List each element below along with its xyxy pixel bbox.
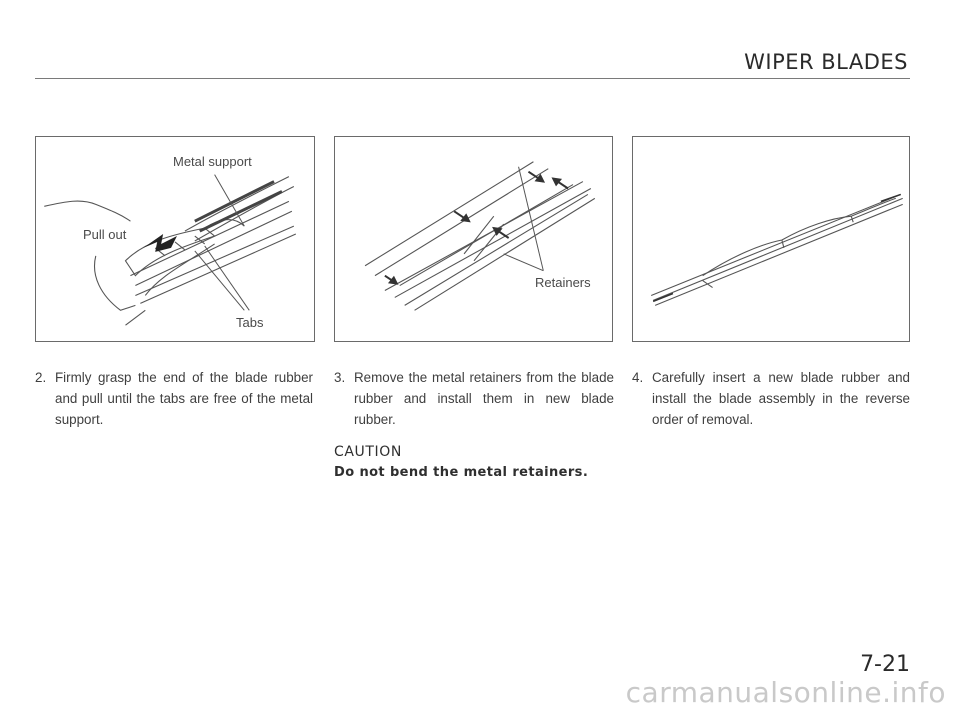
retainers-illustration bbox=[364, 161, 596, 311]
label-tabs: Tabs bbox=[236, 315, 264, 330]
step-2: 2. Firmly grasp the end of the blade rub… bbox=[35, 367, 313, 430]
step-text: Carefully insert a new blade rubber and … bbox=[652, 370, 910, 427]
caution-title: CAUTION bbox=[334, 444, 402, 460]
blade-removal-illustration bbox=[44, 174, 297, 326]
figure-install-blade-assembly bbox=[632, 136, 910, 342]
figure-pull-out-blade-rubber: Metal support Pull out Tabs bbox=[35, 136, 315, 342]
page-title: WIPER BLADES bbox=[744, 50, 908, 74]
page-number: 7-21 bbox=[860, 652, 910, 677]
caution-text: Do not bend the metal retainers. bbox=[334, 465, 589, 480]
label-pull-out: Pull out bbox=[83, 227, 127, 242]
label-retainers: Retainers bbox=[535, 275, 591, 290]
header-rule bbox=[35, 78, 910, 79]
blade-assembly-illustration bbox=[650, 193, 903, 306]
step-text: Remove the metal retainers from the blad… bbox=[354, 370, 614, 427]
step-number: 3. bbox=[334, 370, 346, 385]
figure-remove-retainers: Retainers bbox=[334, 136, 613, 342]
watermark: carmanualsonline.info bbox=[625, 676, 946, 709]
label-metal-support: Metal support bbox=[173, 154, 252, 169]
step-number: 4. bbox=[632, 370, 644, 385]
step-3: 3. Remove the metal retainers from the b… bbox=[334, 367, 614, 430]
step-number: 2. bbox=[35, 370, 47, 385]
step-4: 4. Carefully insert a new blade rubber a… bbox=[632, 367, 910, 430]
step-text: Firmly grasp the end of the blade rubber… bbox=[55, 370, 313, 427]
